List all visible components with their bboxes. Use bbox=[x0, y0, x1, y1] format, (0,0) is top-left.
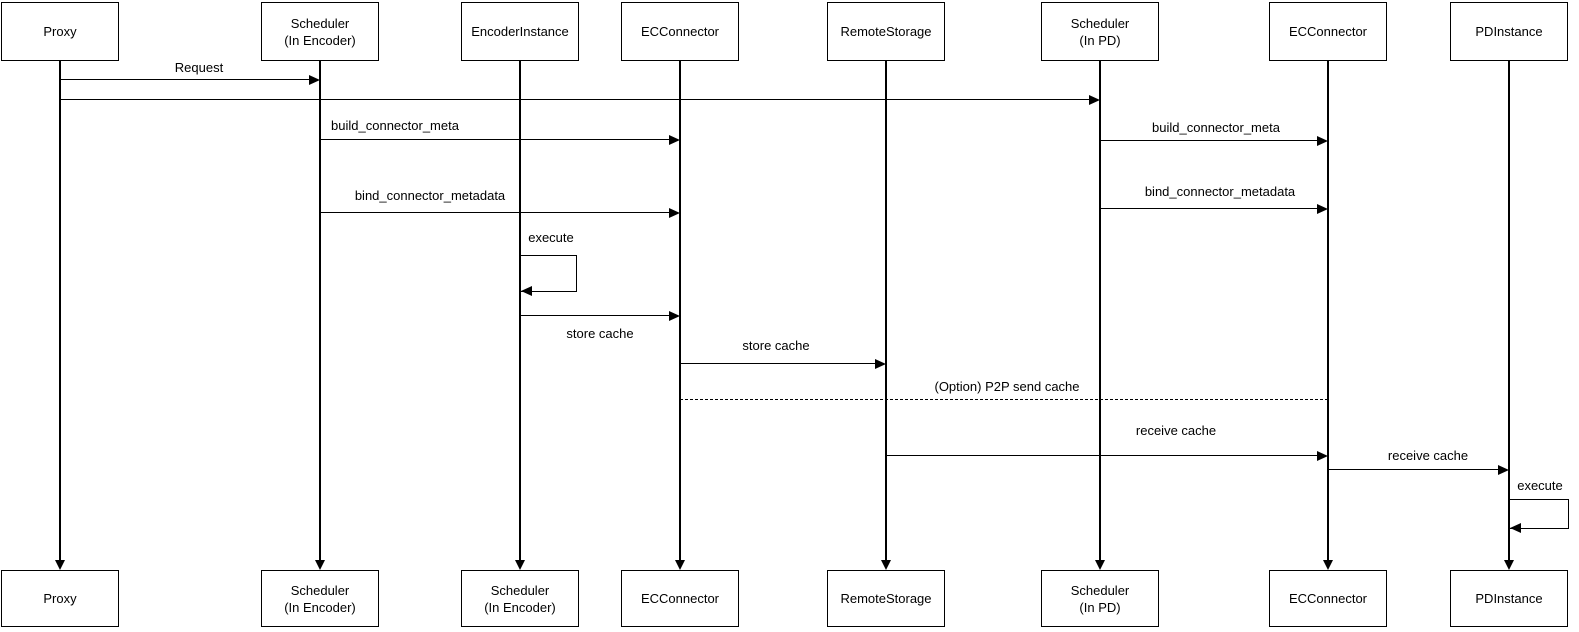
participant-label: ECConnector bbox=[1288, 24, 1368, 39]
participant-bottom-box-scheduler-in-encoder: Scheduler(In Encoder) bbox=[261, 570, 379, 627]
self-message-arrowhead-execute-pd bbox=[1510, 523, 1521, 533]
participant-label: Scheduler bbox=[290, 582, 350, 598]
participant-label: ECConnector bbox=[640, 24, 720, 39]
message-arrowhead-build-connector-meta-encoder bbox=[669, 135, 680, 145]
participant-top-box-scheduler-in-pd: Scheduler(In PD) bbox=[1041, 2, 1159, 61]
participant-label: Scheduler bbox=[1070, 582, 1130, 598]
message-label-receive-cache-to-pdinstance: receive cache bbox=[1385, 448, 1471, 463]
participant-label: EncoderInstance bbox=[471, 24, 569, 39]
participant-top-box-proxy: Proxy bbox=[1, 2, 119, 61]
message-label-build-connector-meta-encoder: build_connector_meta bbox=[329, 118, 461, 133]
participant-label: Scheduler bbox=[290, 15, 350, 31]
participant-top-box-encoder-instance: EncoderInstance bbox=[461, 2, 579, 61]
participant-top-box-scheduler-in-encoder: Scheduler(In Encoder) bbox=[261, 2, 379, 61]
self-message-loop-execute-pd bbox=[1509, 499, 1569, 529]
participant-label: Proxy bbox=[43, 591, 77, 606]
lifeline-arrowhead-ec-connector-encoder bbox=[674, 560, 685, 570]
lifeline-scheduler-in-encoder bbox=[319, 61, 321, 560]
message-label-request: Request bbox=[172, 60, 226, 75]
lifeline-arrowhead-pd-instance bbox=[1503, 560, 1514, 570]
participant-label: (In PD) bbox=[1079, 599, 1121, 615]
lifeline-scheduler-in-pd bbox=[1099, 61, 1101, 560]
participant-label: (In PD) bbox=[1079, 32, 1121, 48]
message-line-bind-connector-metadata-pd bbox=[1100, 208, 1319, 210]
message-label-execute-encoder: execute bbox=[526, 230, 576, 245]
message-label-build-connector-meta-pd: build_connector_meta bbox=[1150, 120, 1282, 135]
message-arrowhead-build-connector-meta-pd bbox=[1317, 136, 1328, 146]
participant-label: ECConnector bbox=[1288, 591, 1368, 606]
message-line-request bbox=[60, 79, 311, 81]
participant-label: ECConnector bbox=[640, 591, 720, 606]
participant-top-box-ec-connector-encoder: ECConnector bbox=[621, 2, 739, 61]
message-label-p2p-send-cache: (Option) P2P send cache bbox=[932, 379, 1082, 394]
message-line-p2p-send-cache bbox=[680, 399, 1328, 401]
participant-label: Scheduler bbox=[490, 582, 550, 598]
participant-bottom-box-remote-storage: RemoteStorage bbox=[827, 570, 945, 627]
lifeline-remote-storage bbox=[885, 61, 887, 560]
participant-label: PDInstance bbox=[1475, 591, 1543, 606]
participant-bottom-box-ec-connector-pd: ECConnector bbox=[1269, 570, 1387, 627]
message-line-receive-cache-to-pdinstance bbox=[1328, 469, 1500, 471]
participant-label: PDInstance bbox=[1475, 24, 1543, 39]
message-arrowhead-store-cache-to-remote bbox=[875, 359, 886, 369]
participant-label: RemoteStorage bbox=[840, 591, 932, 606]
participant-label: RemoteStorage bbox=[840, 24, 932, 39]
participant-label: (In Encoder) bbox=[284, 32, 356, 48]
self-message-arrowhead-execute-encoder bbox=[521, 286, 532, 296]
lifeline-arrowhead-encoder-instance bbox=[514, 560, 525, 570]
message-label-store-cache-to-remote: store cache bbox=[740, 338, 812, 353]
message-arrowhead-request bbox=[309, 75, 320, 85]
message-line-store-cache-to-connector bbox=[520, 315, 671, 317]
participant-label: Proxy bbox=[43, 24, 77, 39]
message-arrowhead-receive-cache-to-pdinstance bbox=[1498, 465, 1509, 475]
message-arrowhead-bind-connector-metadata-pd bbox=[1317, 204, 1328, 214]
lifeline-arrowhead-proxy bbox=[54, 560, 65, 570]
message-line-store-cache-to-remote bbox=[680, 363, 877, 365]
message-line-build-connector-meta-pd bbox=[1100, 140, 1319, 142]
self-message-loop-execute-encoder bbox=[520, 255, 577, 292]
message-line-proxy-to-scheduler-pd bbox=[60, 99, 1091, 101]
participant-label: (In Encoder) bbox=[484, 599, 556, 615]
participant-bottom-box-ec-connector-encoder: ECConnector bbox=[621, 570, 739, 627]
participant-bottom-box-scheduler-in-pd: Scheduler(In PD) bbox=[1041, 570, 1159, 627]
lifeline-arrowhead-ec-connector-pd bbox=[1322, 560, 1333, 570]
participant-label: Scheduler bbox=[1070, 15, 1130, 31]
message-line-bind-connector-metadata-encoder bbox=[320, 212, 671, 214]
message-line-build-connector-meta-encoder bbox=[320, 139, 671, 141]
message-label-bind-connector-metadata-pd: bind_connector_metadata bbox=[1142, 184, 1298, 199]
message-arrowhead-receive-cache-from-remote bbox=[1317, 451, 1328, 461]
lifeline-arrowhead-remote-storage bbox=[880, 560, 891, 570]
message-label-bind-connector-metadata-encoder: bind_connector_metadata bbox=[352, 188, 508, 203]
lifeline-ec-connector-pd bbox=[1327, 61, 1329, 560]
lifeline-pd-instance bbox=[1508, 61, 1510, 560]
lifeline-proxy bbox=[59, 61, 61, 560]
message-arrowhead-proxy-to-scheduler-pd bbox=[1089, 95, 1100, 105]
participant-top-box-ec-connector-pd: ECConnector bbox=[1269, 2, 1387, 61]
participant-top-box-pd-instance: PDInstance bbox=[1450, 2, 1568, 61]
participant-top-box-remote-storage: RemoteStorage bbox=[827, 2, 945, 61]
lifeline-encoder-instance bbox=[519, 61, 521, 560]
lifeline-arrowhead-scheduler-in-encoder bbox=[314, 560, 325, 570]
message-line-receive-cache-from-remote bbox=[886, 455, 1319, 457]
participant-bottom-box-proxy: Proxy bbox=[1, 570, 119, 627]
message-arrowhead-bind-connector-metadata-encoder bbox=[669, 208, 680, 218]
lifeline-ec-connector-encoder bbox=[679, 61, 681, 560]
message-label-store-cache-to-connector: store cache bbox=[564, 326, 636, 341]
participant-bottom-box-encoder-instance: Scheduler(In Encoder) bbox=[461, 570, 579, 627]
message-label-receive-cache-from-remote: receive cache bbox=[1133, 423, 1219, 438]
participant-bottom-box-pd-instance: PDInstance bbox=[1450, 570, 1568, 627]
participant-label: (In Encoder) bbox=[284, 599, 356, 615]
message-label-execute-pd: execute bbox=[1515, 478, 1565, 493]
lifeline-arrowhead-scheduler-in-pd bbox=[1094, 560, 1105, 570]
message-arrowhead-store-cache-to-connector bbox=[669, 311, 680, 321]
